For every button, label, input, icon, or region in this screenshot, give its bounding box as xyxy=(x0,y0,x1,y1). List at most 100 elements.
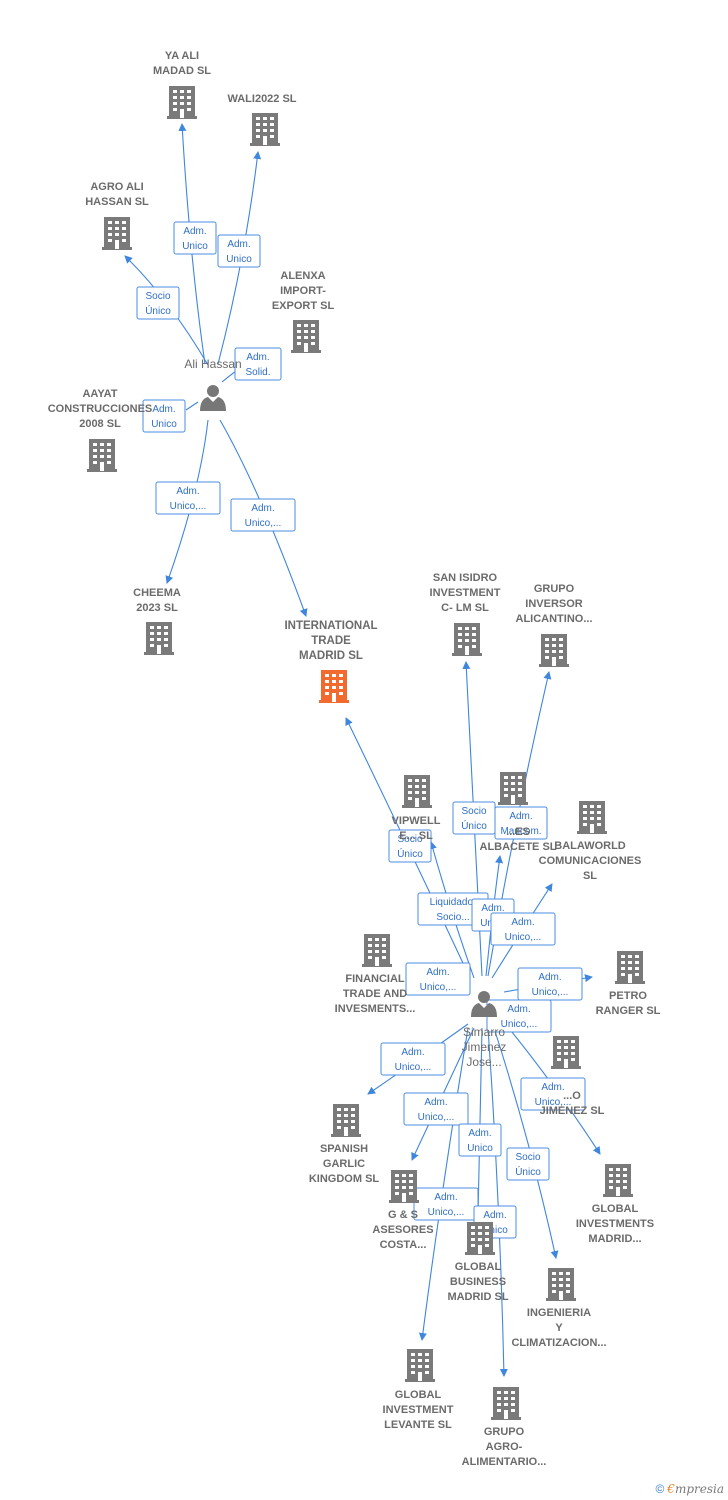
company-node-ingenieria[interactable]: INGENIERIAYCLIMATIZACION... xyxy=(511,1268,607,1349)
edge-label-text: Adm. xyxy=(176,486,199,497)
edge-label-text: Adm. xyxy=(538,972,561,983)
edge-label-box xyxy=(230,498,296,532)
edge-label-ali-yaali[interactable]: Adm.Unico xyxy=(173,221,217,255)
edge-label-text: Adm. xyxy=(507,1004,530,1015)
node-label-line: ...O xyxy=(563,1090,581,1102)
edge-label-ali-wali[interactable]: Adm.Unico xyxy=(217,234,261,268)
edge-label-box xyxy=(173,221,217,255)
person-node-ali[interactable]: Ali Hassan xyxy=(184,357,242,411)
company-node-globalinv[interactable]: GLOBALINVESTMENTSMADRID... xyxy=(576,1164,654,1245)
building-icon xyxy=(250,113,280,146)
edge-label-text: Liquidador xyxy=(430,897,477,908)
node-label-line: ALBACETE SL xyxy=(480,841,557,853)
edge-label-text: Socio xyxy=(145,291,170,302)
edge-label-ali-itm[interactable]: Adm.Unico,... xyxy=(230,498,296,532)
building-icon xyxy=(405,1349,435,1382)
edge-label-ali-cheema[interactable]: Adm.Unico,... xyxy=(155,481,221,515)
edge-label-text: Adm. xyxy=(434,1192,457,1203)
edge-label-box xyxy=(217,234,261,268)
node-label-line: INVESTMENTS xyxy=(576,1218,654,1230)
edge-label-box xyxy=(413,1187,479,1221)
node-label-line: EXPORT SL xyxy=(272,300,335,312)
building-icon xyxy=(491,1387,521,1420)
edge-label-text: Unico,... xyxy=(428,1207,465,1218)
company-node-wali[interactable]: WALI2022 SL xyxy=(227,93,297,146)
node-label-line: INVESTMENT xyxy=(430,587,501,599)
edge-label-sim-jimenez[interactable]: Adm.Unico,... xyxy=(520,1077,586,1111)
edge-label-ali-alenxa[interactable]: Adm.Solid. xyxy=(234,347,282,381)
footer-brand[interactable]: ©€mpresia xyxy=(655,1482,724,1496)
edge-label-text: Adm. xyxy=(511,917,534,928)
company-node-grupoinv[interactable]: GRUPOINVERSORALICANTINO... xyxy=(516,583,593,667)
node-label-line: GRUPO xyxy=(484,1426,525,1438)
node-label-line: E... SL xyxy=(399,830,433,842)
edge-label-text: Unico xyxy=(182,241,208,252)
edge-label-sim-balaworld[interactable]: Adm.Unico,... xyxy=(490,912,556,946)
edge-label-text: Adm. xyxy=(426,967,449,978)
edge-label-sim-globalinv[interactable]: Adm.Unico,... xyxy=(486,999,552,1033)
company-node-grupoagro[interactable]: GRUPOAGRO-ALIMENTARIO... xyxy=(462,1387,547,1468)
node-label-line: TRADE xyxy=(311,635,351,647)
edge-label-text: Solid. xyxy=(245,367,270,378)
node-label-line: BALAWORLD xyxy=(554,840,626,852)
edge-label-text: Único xyxy=(397,847,423,860)
edge-label-sim-spanish[interactable]: Adm.Unico,... xyxy=(380,1042,446,1076)
node-label-line: AAYAT xyxy=(82,388,117,400)
edge-sim-grupoagro xyxy=(487,1027,508,1377)
node-label-line: Ali Hassan xyxy=(184,357,241,371)
edge-label-text: Adm. xyxy=(483,1210,506,1221)
node-label-line: Jose... xyxy=(466,1055,501,1069)
node-label-line: CHEEMA xyxy=(133,587,181,599)
building-icon xyxy=(577,801,607,834)
node-label-line: G & S xyxy=(388,1209,418,1221)
edge-label-box xyxy=(405,962,471,996)
edge-label-sim-petro[interactable]: Adm.Unico,... xyxy=(517,967,583,1001)
person-node-sim[interactable]: SimarroJimenezJose... xyxy=(462,991,507,1069)
edge-label-sim-gys[interactable]: Adm.Unico,... xyxy=(403,1092,469,1126)
building-icon xyxy=(319,670,349,703)
node-label-line: GLOBAL xyxy=(395,1389,442,1401)
building-icon xyxy=(498,772,528,805)
node-label-line: IMPORT- xyxy=(280,285,326,297)
empresia-logo-text: mpresia xyxy=(674,1482,724,1496)
edge-label-ali-aayat[interactable]: Adm. Unico xyxy=(142,399,186,433)
edge-label-box xyxy=(458,1123,502,1157)
company-node-gys[interactable]: G & SASESORESCOSTA... xyxy=(372,1170,434,1251)
edge-label-sim-grupoinv[interactable]: Adm.Mancom. xyxy=(494,806,548,840)
edge-label-box xyxy=(494,806,548,840)
edge-label-text: Adm. xyxy=(541,1082,564,1093)
building-icon xyxy=(102,217,132,250)
building-icon xyxy=(331,1104,361,1137)
edge-label-text: Unico,... xyxy=(395,1062,432,1073)
edge-label-sim-financial[interactable]: Adm.Unico,... xyxy=(405,962,471,996)
edge-label-text: Mancom. xyxy=(500,826,541,837)
edge-label-box xyxy=(388,829,432,863)
edge-label-text: Adm. xyxy=(152,404,175,415)
edge-label-text: Unico xyxy=(151,419,177,430)
node-label-line: COMUNICACIONES xyxy=(539,855,642,867)
node-label-line: INVESMENTS... xyxy=(335,1003,416,1015)
edge-label-sim-globalbiz[interactable]: Adm.Unico xyxy=(458,1123,502,1157)
edge-label-sim-globallev[interactable]: Adm. Unico,... xyxy=(413,1187,479,1221)
node-label-line: AGRO ALI xyxy=(90,181,143,193)
